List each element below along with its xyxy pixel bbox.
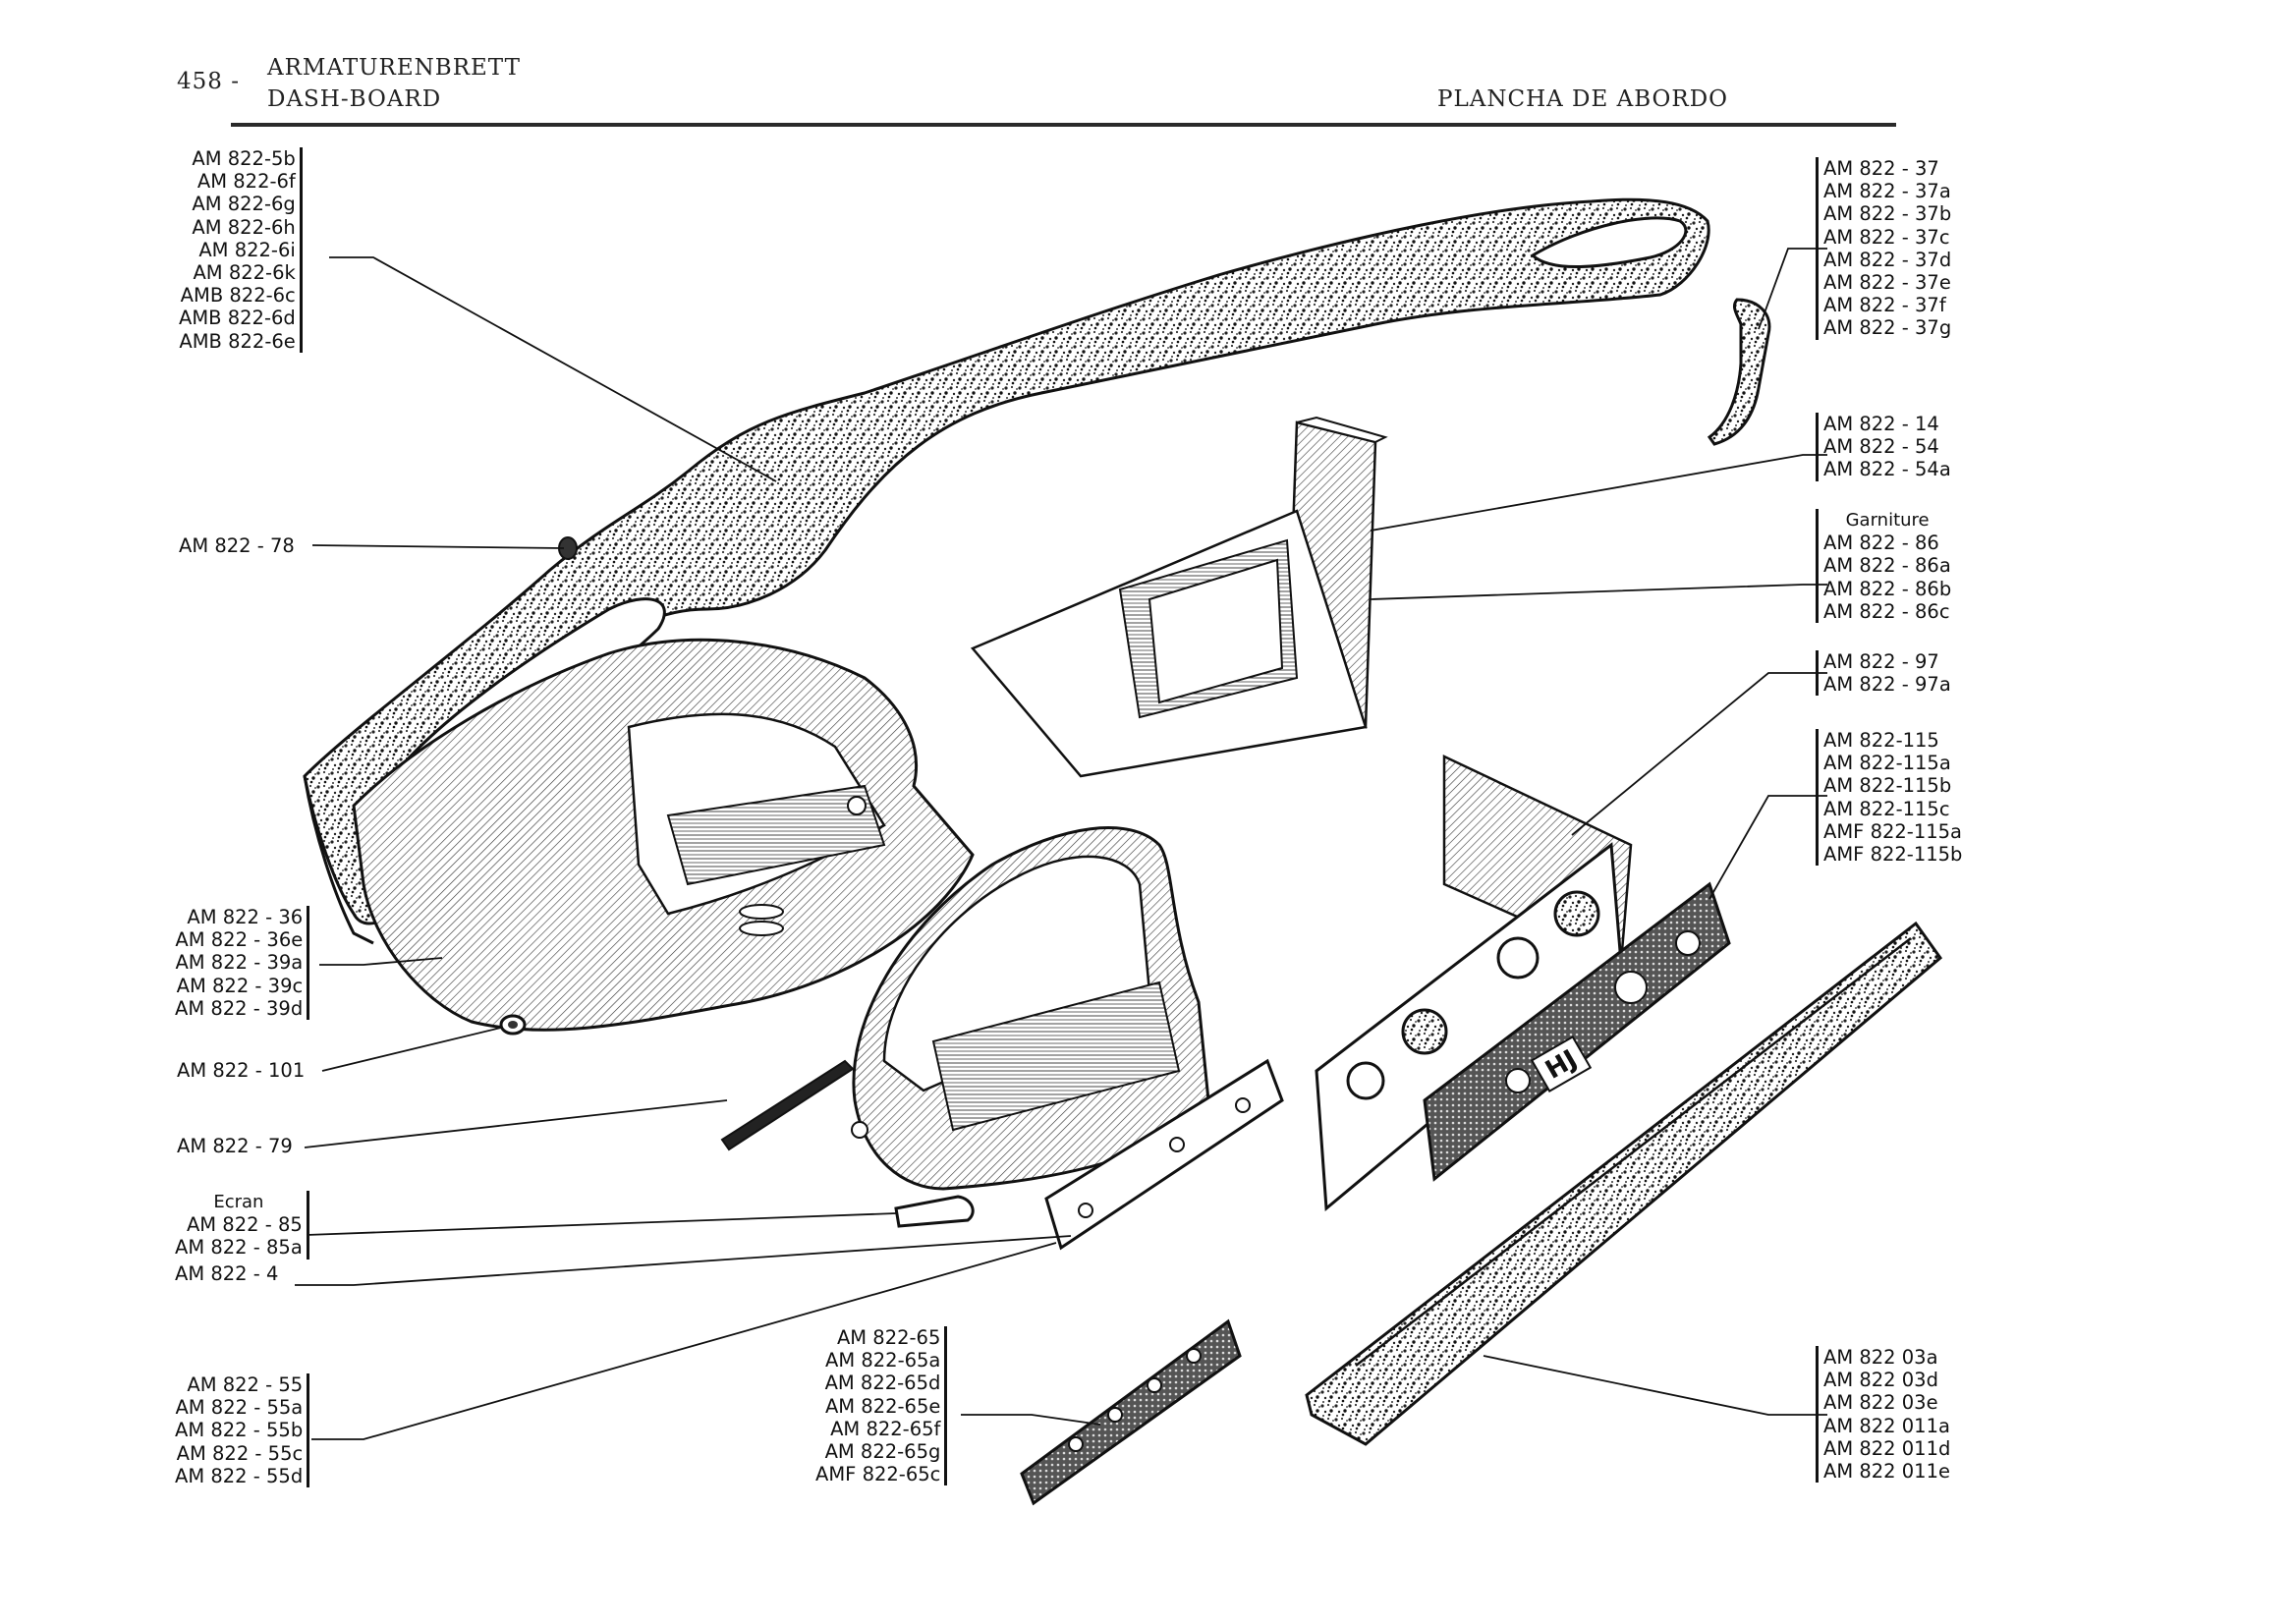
- part-number: AM 822 - 36e: [175, 928, 304, 952]
- title-german: ARMATURENBRETT: [267, 55, 521, 81]
- part-number: AM 822 - 86c: [1823, 599, 1950, 623]
- facia-panel-115: HJ: [1423, 881, 1731, 1182]
- part-number: AM 822-6i: [198, 238, 296, 261]
- callout-cowl-36: AM 822 - 36 AM 822 - 36e AM 822 - 39a AM…: [175, 906, 310, 1021]
- part-number: AM 822 - 85a: [175, 1236, 303, 1260]
- part-number: AM 822 - 39c: [176, 974, 304, 997]
- part-number: AM 822 - 55c: [176, 1441, 304, 1465]
- part-number: AM 822-65d: [824, 1372, 941, 1395]
- part-number: AM 822-6f: [196, 170, 296, 194]
- title-english: DASH-BOARD: [267, 86, 442, 112]
- glovebox-bracket-14: [970, 416, 1388, 778]
- part-number: AM 822-65f: [830, 1417, 941, 1440]
- part-number: AM 822 03d: [1823, 1369, 1938, 1392]
- part-number: AM 822-115b: [1823, 774, 1952, 798]
- part-number: AM 822-6g: [192, 193, 296, 216]
- part-number: AM 822-65g: [824, 1440, 941, 1464]
- cowl-housing-36: [352, 638, 975, 1032]
- callout-binnacle-79: AM 822 - 79: [177, 1135, 293, 1157]
- part-number: AM 822-65a: [824, 1349, 941, 1372]
- part-number: AM 822 - 37: [1823, 157, 1939, 180]
- part-number: AM 822 - 86: [1823, 532, 1939, 555]
- callout-facia-115: AM 822-115 AM 822-115a AM 822-115b AM 82…: [1816, 729, 1963, 867]
- part-number: AM 822 03e: [1823, 1391, 1938, 1415]
- part-number: AM 822 - 37a: [1823, 180, 1951, 203]
- part-number: AM 822 - 101: [177, 1059, 306, 1082]
- part-number: AMB 822-6d: [179, 307, 296, 330]
- part-number: AM 822 - 55a: [175, 1396, 304, 1420]
- part-number: AMF 822-115b: [1823, 843, 1963, 867]
- instrument-binnacle-79: [851, 826, 1210, 1191]
- group-title: Ecran: [213, 1192, 264, 1212]
- group-title: Garniture: [1845, 510, 1930, 531]
- callout-end-clip-37: AM 822 - 37 AM 822 - 37a AM 822 - 37b AM…: [1816, 157, 1951, 340]
- part-number: AM 822 - 54a: [1823, 458, 1951, 481]
- end-clip-37: [1707, 298, 1771, 446]
- part-number: AM 822-5b: [192, 147, 296, 170]
- part-number: AM 822-6k: [193, 261, 296, 285]
- part-number: AM 822-6h: [192, 215, 296, 239]
- instrument-panel-frame-97: [1315, 755, 1633, 1212]
- part-number: AM 822 - 37d: [1823, 248, 1952, 271]
- callout-frame-97: AM 822 - 97 AM 822 - 97a: [1816, 650, 1951, 697]
- callout-strip-55: AM 822 - 55 AM 822 - 55a AM 822 - 55b AM…: [175, 1373, 310, 1488]
- part-number: AM 822 - 97: [1823, 650, 1939, 673]
- part-number: AM 822-115: [1823, 729, 1939, 752]
- part-number: AM 822 - 37b: [1823, 202, 1952, 226]
- part-number: AM 822-115c: [1823, 797, 1950, 820]
- title-spanish: PLANCHA DE ABORDO: [1437, 86, 1729, 112]
- part-number: AM 822 - 39a: [175, 951, 304, 975]
- part-number: AM 822 - 37c: [1823, 225, 1950, 249]
- header-rule: [231, 123, 1896, 127]
- grommet-101: [499, 1014, 527, 1036]
- part-number: AM 822 - 14: [1823, 413, 1939, 435]
- part-number: AM 822 - 4: [175, 1262, 279, 1285]
- callout-dashboard-top-roll: AM 822-5b AM 822-6f AM 822-6g AM 822-6h …: [179, 147, 303, 353]
- callout-plate-4: AM 822 - 4: [175, 1262, 278, 1285]
- part-number: AMF 822-65c: [815, 1463, 941, 1486]
- callout-bracket-14: AM 822 - 14 AM 822 - 54 AM 822 - 54a: [1816, 413, 1951, 481]
- part-number: AM 822 - 36: [187, 906, 304, 928]
- part-number: AM 822 - 55d: [175, 1464, 304, 1487]
- callout-screen-85: Ecran AM 822 - 85 AM 822 - 85a: [175, 1191, 309, 1260]
- callout-lower-rail-03: AM 822 03a AM 822 03d AM 822 03e AM 822 …: [1816, 1346, 1951, 1484]
- trim-strip-79: [720, 1059, 855, 1151]
- callout-grommet-101: AM 822 - 101: [177, 1059, 305, 1082]
- part-number: AM 822 - 78: [179, 534, 295, 557]
- part-number: AM 822 - 54: [1823, 435, 1939, 459]
- part-number: AMB 822-6e: [179, 329, 296, 353]
- part-number: AM 822 03a: [1823, 1346, 1938, 1369]
- part-number: AM 822 - 55b: [175, 1419, 304, 1442]
- callout-side-strip-65: AM 822-65 AM 822-65a AM 822-65d AM 822-6…: [815, 1326, 948, 1486]
- part-number: AM 822 - 86b: [1823, 577, 1952, 600]
- part-number: AM 822 - 37g: [1823, 316, 1952, 340]
- part-number: AM 822 - 55: [187, 1373, 304, 1396]
- callout-grommet-78: AM 822 - 78: [179, 534, 295, 557]
- part-number: AM 822-115a: [1823, 752, 1951, 775]
- callout-garniture-86: Garniture AM 822 - 86 AM 822 - 86a AM 82…: [1816, 509, 1952, 624]
- part-number: AM 822-65: [836, 1326, 941, 1349]
- part-number: AM 822 - 37e: [1823, 271, 1951, 295]
- part-number: AM 822-65e: [824, 1394, 941, 1418]
- screen-clip-85: [894, 1195, 975, 1228]
- part-number: AM 822 011a: [1823, 1414, 1950, 1437]
- part-number: AMF 822-115a: [1823, 819, 1963, 843]
- part-number: AM 822 - 86a: [1823, 554, 1951, 578]
- part-number: AM 822 - 39d: [175, 996, 304, 1020]
- mounting-plate-4: [1044, 1058, 1284, 1251]
- part-number: AM 822 - 97a: [1823, 673, 1951, 697]
- page-number: 458 -: [177, 69, 240, 94]
- part-number: AM 822 011e: [1823, 1460, 1950, 1484]
- part-number: AMB 822-6c: [180, 284, 296, 308]
- side-strip-65: [1020, 1318, 1242, 1506]
- part-number: AM 822 - 85: [186, 1213, 303, 1237]
- part-number: AM 822 - 79: [177, 1135, 293, 1157]
- lower-rail-03: [1305, 921, 1943, 1446]
- part-number: AM 822 - 37f: [1823, 294, 1946, 317]
- leader-lines: [295, 248, 1827, 1440]
- part-number: AM 822 011d: [1823, 1436, 1951, 1460]
